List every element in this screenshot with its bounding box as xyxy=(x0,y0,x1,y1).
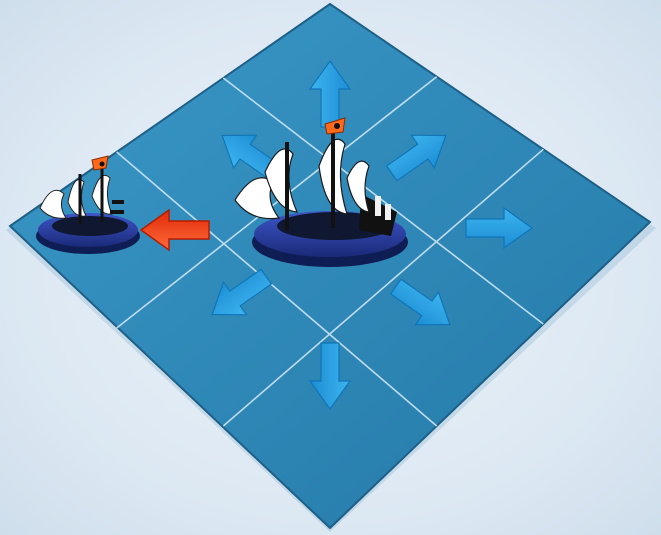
game-scene xyxy=(0,0,661,535)
board-svg xyxy=(0,0,661,535)
